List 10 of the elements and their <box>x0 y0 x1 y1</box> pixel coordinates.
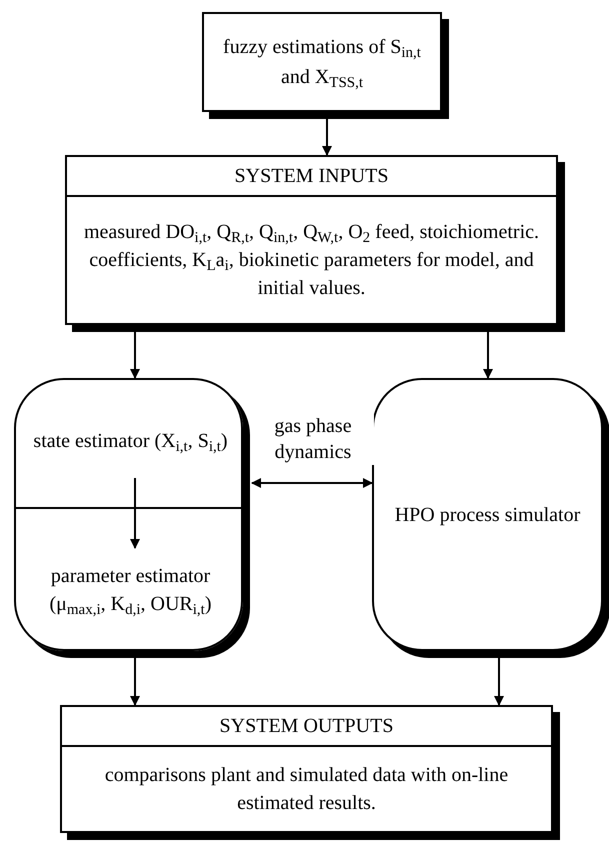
arrow <box>251 478 373 488</box>
node-text: fuzzy estimations of S$_{in,t}$ and X$_{TSS,t}$ <box>222 35 422 92</box>
node-text: parameter estimator (μ$_{max,i}$, K$_{d,i}$, OUR$_{i,t}$) <box>48 564 212 618</box>
arrow <box>130 478 140 549</box>
node-text: state estimator (X$_{i,t}$, S$_{i,t}$) <box>32 429 229 455</box>
node-text: HPO process simulator <box>394 502 582 528</box>
box-heading: SYSTEM OUTPUTS <box>62 707 551 747</box>
box-body-text: comparisons plant and simulated data with on-line estimated results. <box>104 763 510 816</box>
box-body-text: measured DO$_{i,t}$, Q$_{R,t}$, Q$_{in,t}$, Q$_{W,t}$, O$_{2}$ feed, stoichiometric. coefficients, K$_{L}$a$_{i}$, biokinetic parameters for model, and initial values. <box>83 220 540 301</box>
box-heading: SYSTEM INPUTS <box>67 157 556 197</box>
